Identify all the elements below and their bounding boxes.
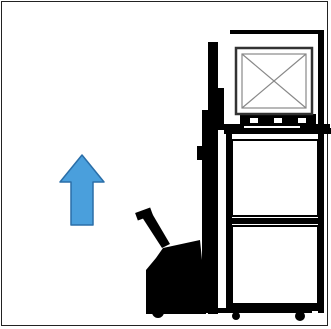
pallet-gap-1 [250,118,258,123]
stacker-wheel-rear [152,306,164,318]
rack-shelf-middle [226,218,322,224]
arrow-up-icon [60,155,104,225]
stacker-carriage [214,88,224,130]
crate-icon [236,48,312,114]
rack-top-crossbar [230,30,324,34]
pallet-load [236,48,316,126]
stacker-mast [208,42,218,314]
stacker-base-leg [200,308,312,313]
rack-bay-lower [232,226,318,304]
stacker-wheel-mid [232,312,240,320]
pallet-gap-3 [298,118,306,123]
rack-bay-upper [232,140,318,216]
stacker-chain [197,146,202,160]
pallet-gap-2 [274,118,282,123]
